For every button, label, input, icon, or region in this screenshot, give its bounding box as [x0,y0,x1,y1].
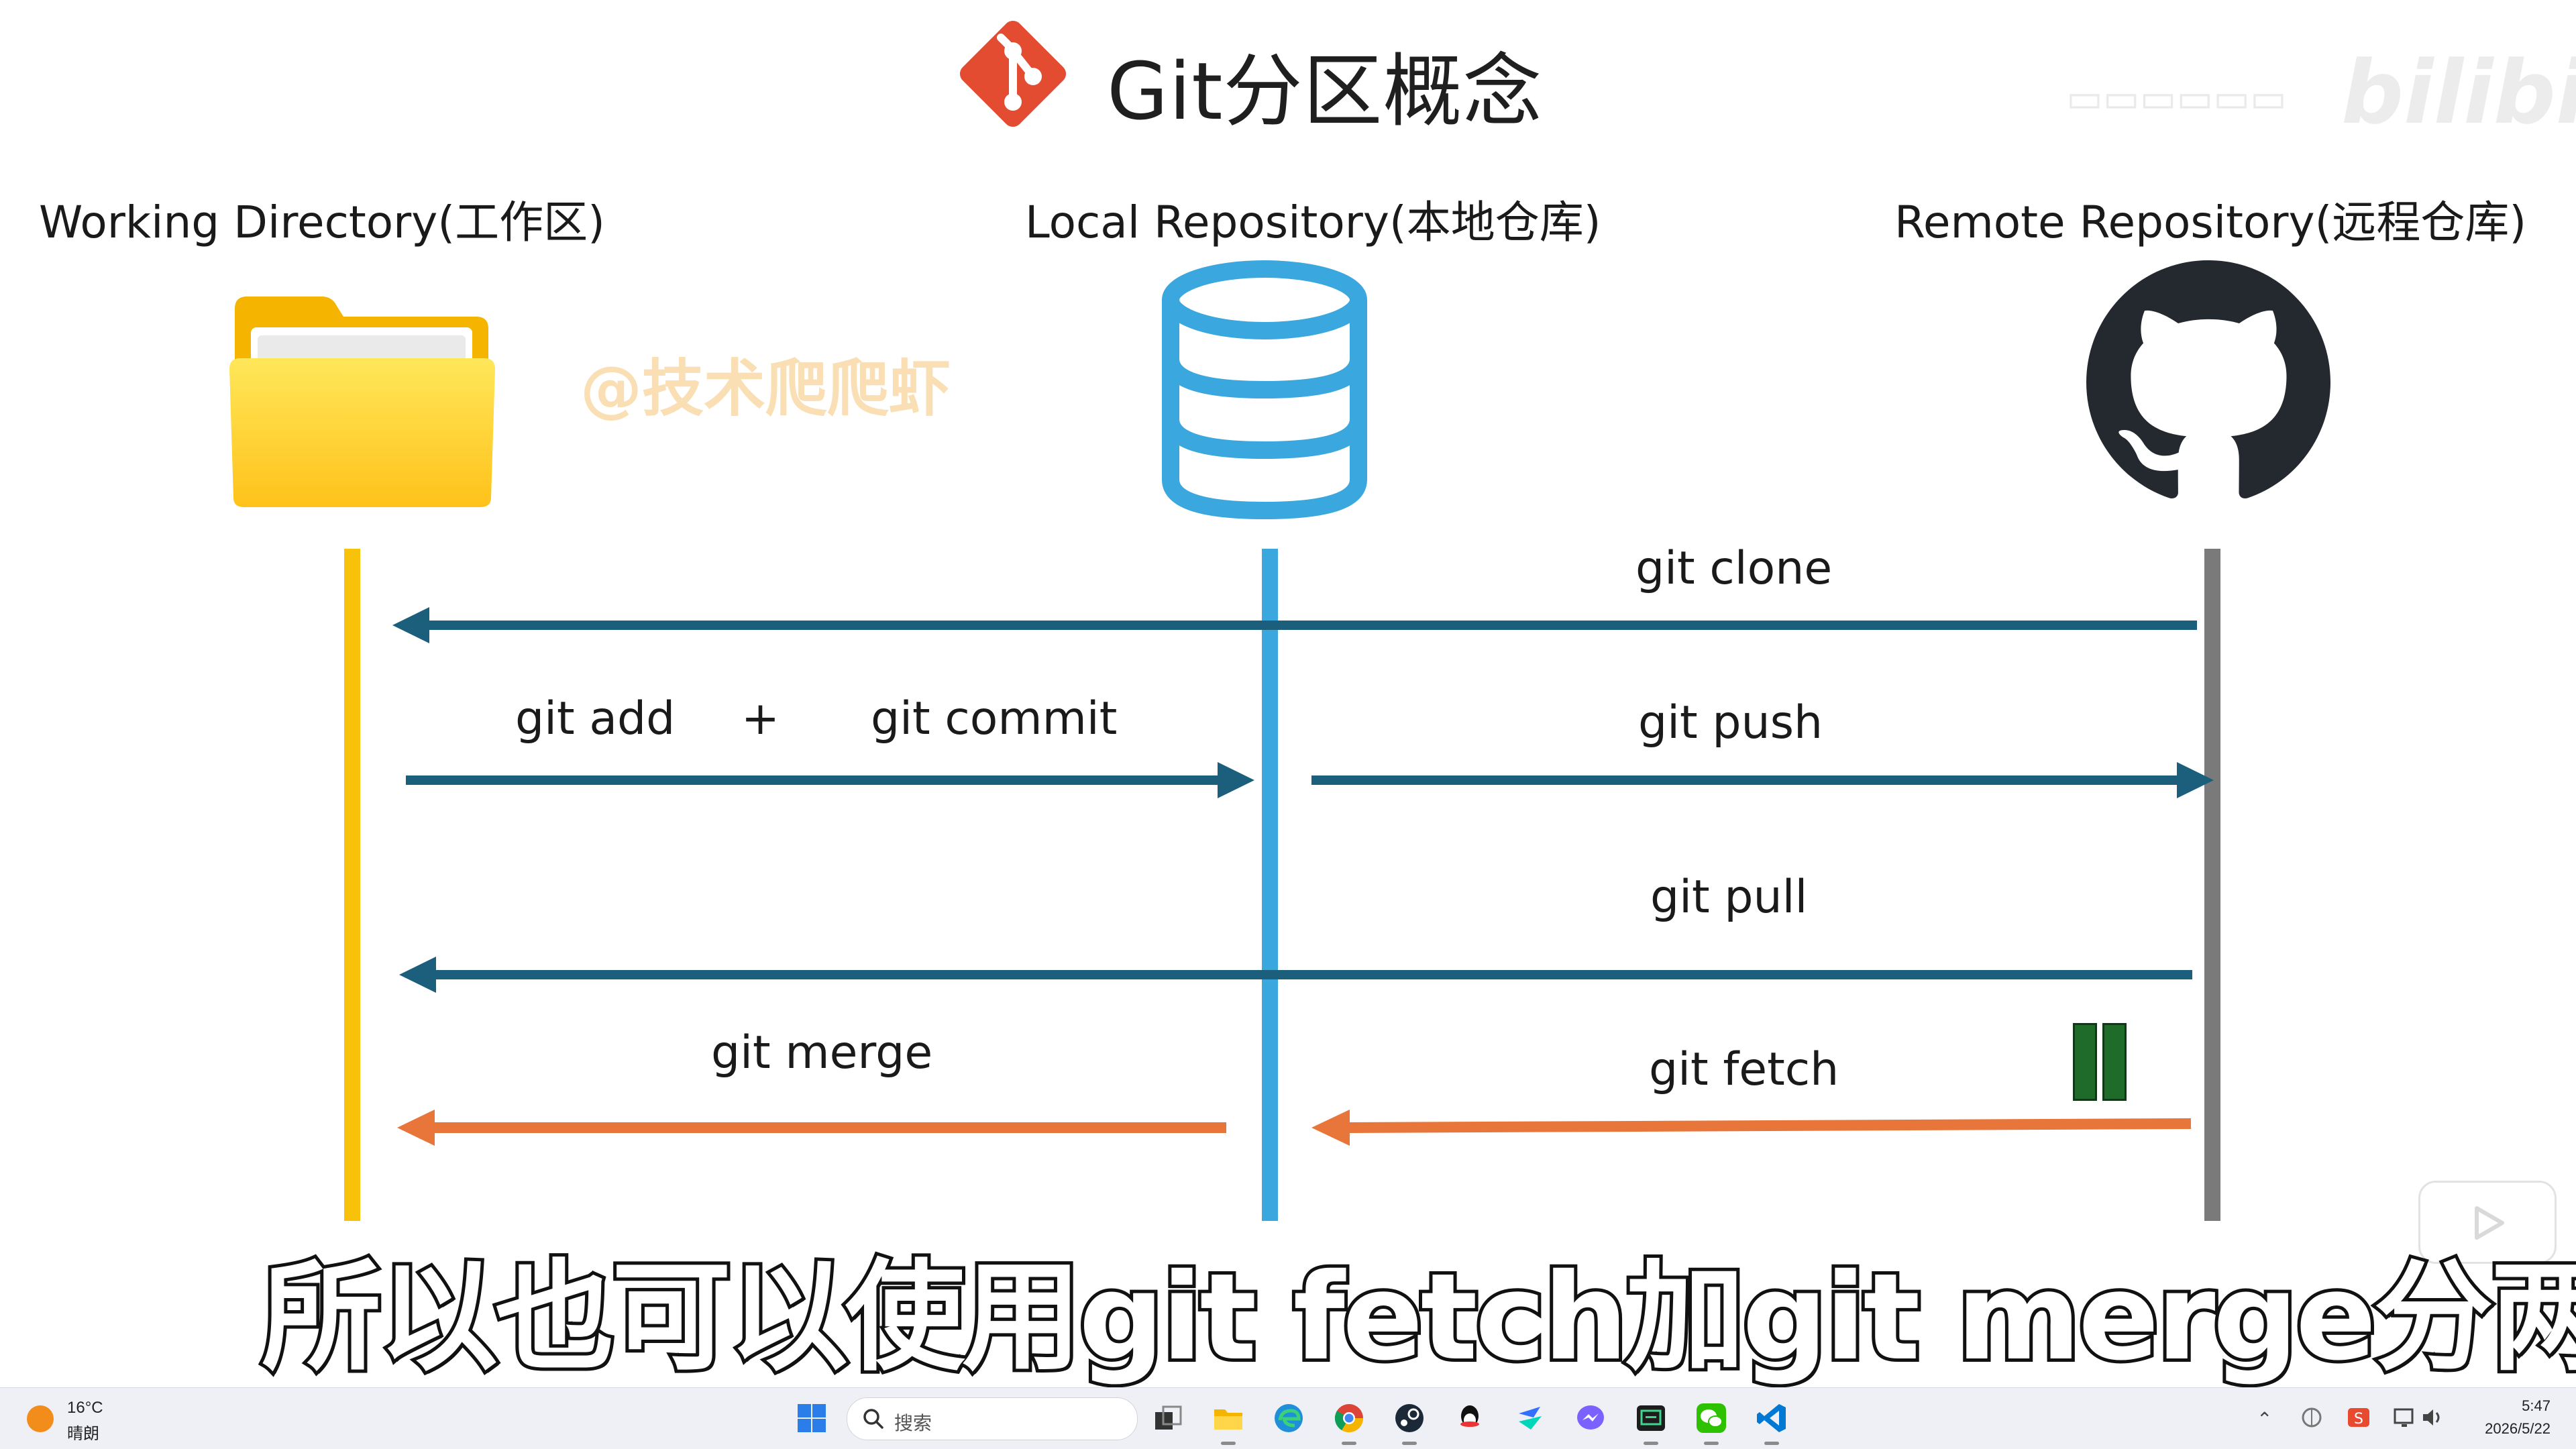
feishu-icon[interactable] [1513,1401,1547,1435]
chrome-icon[interactable] [1332,1401,1366,1435]
qq-icon[interactable] [1453,1401,1487,1435]
plus-label: + [741,692,780,745]
tray-volume-icon[interactable] [2419,1404,2446,1431]
clock-date[interactable]: 2026/5/22 [2485,1420,2551,1437]
video-frame[interactable]: Git分区概念 ▭▭▭▭▭▭ bilibili Working Director… [0,0,2576,1387]
git-clone-label: git clone [1635,542,1833,595]
running-indicator [1402,1442,1417,1445]
git-fetch-label: git fetch [1649,1043,1839,1096]
running-indicator [1221,1442,1236,1445]
git-merge-label: git merge [711,1026,933,1079]
clock-time[interactable]: 5:47 [2522,1397,2551,1414]
wechat-icon[interactable] [1695,1401,1728,1435]
git-commit-label: git commit [871,692,1118,745]
weather-temp[interactable]: 16°C [67,1399,103,1417]
taskbar-search[interactable]: 搜索 [847,1397,1138,1440]
git-add-commit-arrow [406,762,1254,798]
play-icon [2475,1206,2504,1240]
git-merge-arrow [397,1110,1226,1146]
tray-chevron-up-icon[interactable]: ⌃ [2257,1409,2273,1430]
svg-text:S: S [2354,1411,2363,1428]
git-fetch-arrow [1311,1110,2192,1146]
search-icon [863,1409,883,1429]
running-indicator [1764,1442,1779,1445]
tray-network-icon[interactable] [2298,1404,2325,1431]
tray-display-icon[interactable] [2392,1404,2419,1431]
database-icon [1162,260,1367,520]
folder-icon [229,297,495,507]
weather-desc[interactable]: 晴朗 [67,1425,99,1443]
messenger-icon[interactable] [1574,1401,1607,1435]
git-push-label: git push [1638,696,1823,749]
terminal-icon[interactable] [1634,1401,1668,1435]
pause-icon[interactable] [2073,1023,2127,1101]
file-explorer-icon[interactable] [1212,1401,1245,1435]
weather-sun-icon[interactable] [27,1405,54,1432]
working-directory-lifeline [344,549,360,1221]
running-indicator [1704,1442,1719,1445]
arrows-layer [392,607,2214,1146]
git-pull-arrow [399,957,2192,993]
taskbar: 16°C 晴朗 搜索 [0,1387,2576,1449]
git-pull-label: git pull [1650,871,1808,924]
bilibili-uploader-mark: ▭▭▭▭▭▭ [2066,75,2287,121]
running-indicator [1342,1442,1356,1445]
github-icon [2086,260,2330,499]
tray-input-method-icon[interactable]: S [2345,1404,2372,1431]
uploader-watermark: @技术爬爬虾 [580,353,951,425]
working-directory-label: Working Directory(工作区) [39,197,605,248]
steam-icon[interactable] [1393,1401,1426,1435]
bilibili-logo: bilibili [2341,42,2576,144]
git-clone-arrow [392,607,2197,643]
edge-icon[interactable] [1272,1401,1305,1435]
git-add-label: git add [515,692,676,745]
local-repository-lifeline [1262,549,1278,1221]
remote-repository-lifeline [2204,549,2220,1221]
vscode-icon[interactable] [1755,1401,1788,1435]
play-button[interactable] [2418,1181,2557,1264]
start-icon[interactable] [795,1401,828,1435]
running-indicator [1644,1442,1658,1445]
task-view-icon[interactable] [1151,1401,1185,1435]
git-logo-icon [959,20,1067,127]
remote-repository-label: Remote Repository(远程仓库) [1894,197,2527,248]
git-push-arrow [1311,762,2214,798]
search-placeholder: 搜索 [894,1413,932,1434]
video-subtitle: 所以也可以使用git fetch加git merge分两步 [258,1244,2576,1387]
local-repository-label: Local Repository(本地仓库) [1025,197,1601,248]
slide-title: Git分区概念 [1107,45,1543,138]
